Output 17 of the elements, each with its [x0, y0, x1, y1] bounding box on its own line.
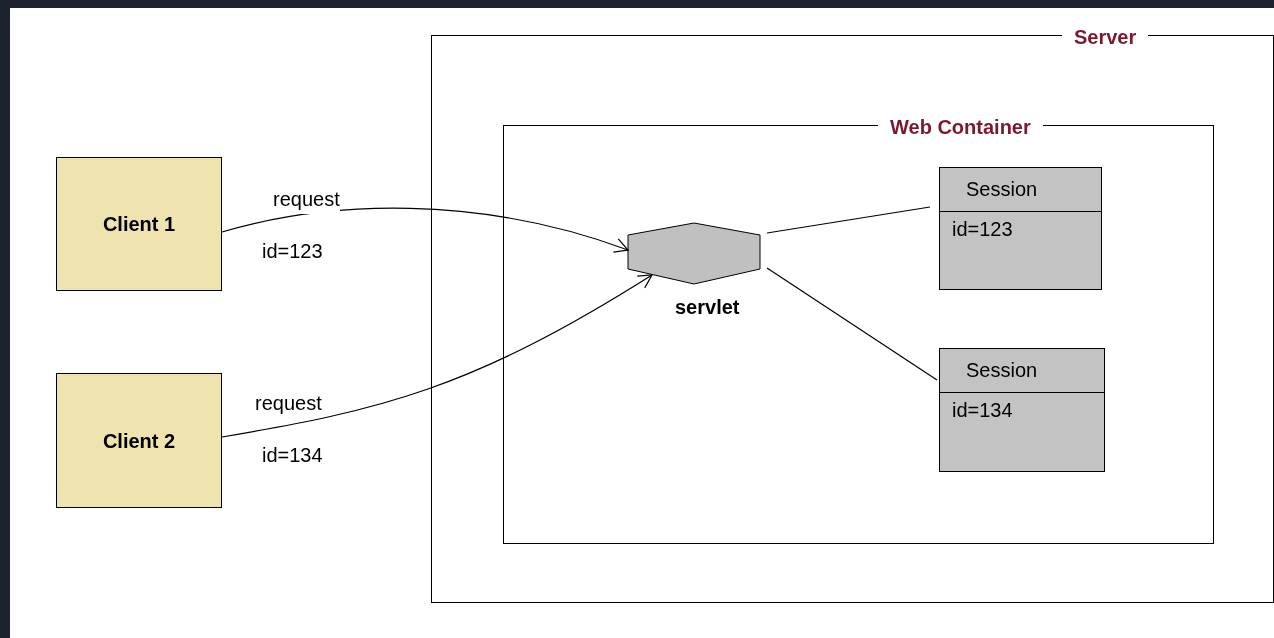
- session-id: id=134: [951, 398, 1014, 423]
- client-label: Client 2: [102, 428, 176, 454]
- connector-line: [766, 267, 938, 381]
- client-box: [56, 373, 222, 508]
- arrow: [221, 207, 629, 254]
- id-label: id=134: [262, 443, 323, 468]
- session-box: [939, 348, 1105, 472]
- client-label: Client 1: [102, 212, 176, 237]
- session-box: [939, 167, 1102, 290]
- session-header: Session: [940, 349, 1104, 393]
- servlet-label: servlet: [675, 295, 740, 320]
- arrow: [221, 274, 653, 438]
- client-box: [56, 157, 222, 291]
- session-header: Session: [940, 168, 1101, 212]
- session-id: id=123: [951, 217, 1014, 242]
- id-label: id=123: [262, 239, 323, 264]
- connector-line: [766, 206, 931, 234]
